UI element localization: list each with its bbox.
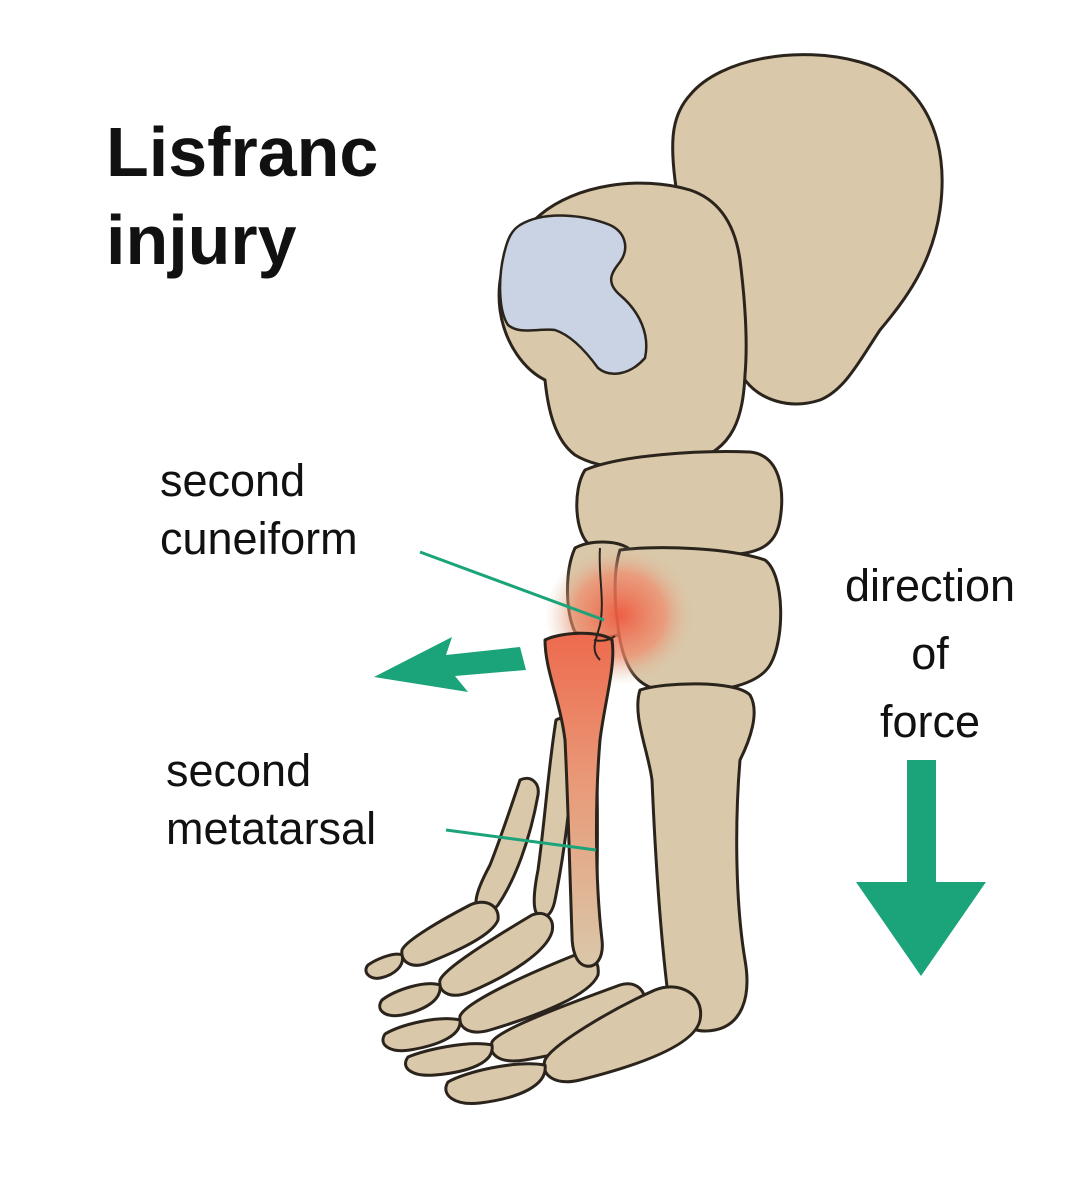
talus-cartilage bbox=[498, 214, 648, 375]
label-line: second bbox=[166, 745, 312, 796]
big-toe-phalanx bbox=[542, 985, 703, 1084]
toe-phalanx bbox=[458, 952, 600, 1034]
arrow-left-icon bbox=[374, 637, 526, 692]
first-metatarsal-bone bbox=[636, 682, 756, 1033]
toe-phalanx bbox=[400, 900, 500, 967]
toe-phalanx bbox=[404, 1042, 494, 1077]
toe-phalanx bbox=[364, 952, 405, 980]
second-metatarsal-bone bbox=[543, 631, 615, 968]
second-cuneiform-label: second cuneiform bbox=[160, 452, 358, 568]
direction-of-force-label: direction of force bbox=[815, 552, 1045, 756]
label-line: direction bbox=[844, 560, 1016, 611]
toe-phalanx bbox=[381, 1017, 462, 1053]
title-line-1: Lisfranc bbox=[106, 113, 379, 191]
label-line: second bbox=[160, 455, 306, 506]
fracture-line bbox=[593, 547, 603, 661]
label-line: force bbox=[879, 696, 981, 747]
label-line: metatarsal bbox=[166, 803, 377, 854]
arrow-down-icon bbox=[856, 760, 986, 976]
toe-phalanx bbox=[378, 982, 442, 1018]
label-line: cuneiform bbox=[160, 513, 358, 564]
second-metatarsal-label: second metatarsal bbox=[166, 742, 376, 858]
label-line: of bbox=[911, 628, 949, 679]
cuneiform-leader-line bbox=[419, 550, 605, 622]
fracture-line bbox=[593, 635, 616, 642]
toe-phalanx bbox=[438, 912, 555, 997]
metatarsal-leader-line bbox=[445, 828, 597, 852]
title-line-2: injury bbox=[106, 201, 297, 279]
diagram-title: Lisfranc injury bbox=[106, 108, 378, 284]
big-toe-phalanx bbox=[444, 1062, 547, 1105]
